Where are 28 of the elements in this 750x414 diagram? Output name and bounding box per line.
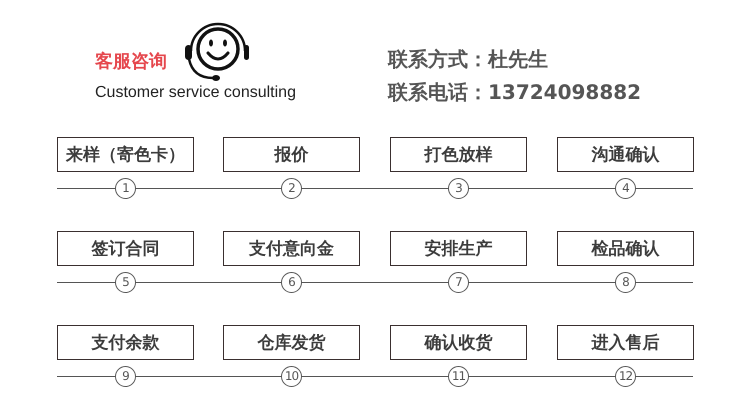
step-number: 9 <box>115 366 136 387</box>
step-number: 12 <box>615 366 636 387</box>
step-number: 1 <box>115 178 136 199</box>
service-subtitle: Customer service consulting <box>95 84 296 102</box>
step-number: 5 <box>115 272 136 293</box>
step-box: 打色放样 <box>390 137 527 172</box>
service-heading: 客服咨询 <box>95 50 167 73</box>
step-number: 11 <box>448 366 469 387</box>
step-box: 检品确认 <box>557 231 694 266</box>
step-box: 支付意向金 <box>223 231 360 266</box>
step-box: 确认收货 <box>390 325 527 360</box>
step-box: 签订合同 <box>57 231 194 266</box>
contact-phone: 联系电话：13724098882 <box>388 79 642 106</box>
contact-name: 联系方式：杜先生 <box>388 46 548 73</box>
step-number: 2 <box>281 178 302 199</box>
step-number: 8 <box>615 272 636 293</box>
step-box: 来样（寄色卡） <box>57 137 194 172</box>
step-box: 报价 <box>223 137 360 172</box>
step-box: 支付余款 <box>57 325 194 360</box>
step-box: 沟通确认 <box>557 137 694 172</box>
step-number: 6 <box>281 272 302 293</box>
step-box: 进入售后 <box>557 325 694 360</box>
step-number: 10 <box>281 366 302 387</box>
step-number: 3 <box>448 178 469 199</box>
step-box: 仓库发货 <box>223 325 360 360</box>
step-number: 4 <box>615 178 636 199</box>
step-number: 7 <box>448 272 469 293</box>
step-box: 安排生产 <box>390 231 527 266</box>
